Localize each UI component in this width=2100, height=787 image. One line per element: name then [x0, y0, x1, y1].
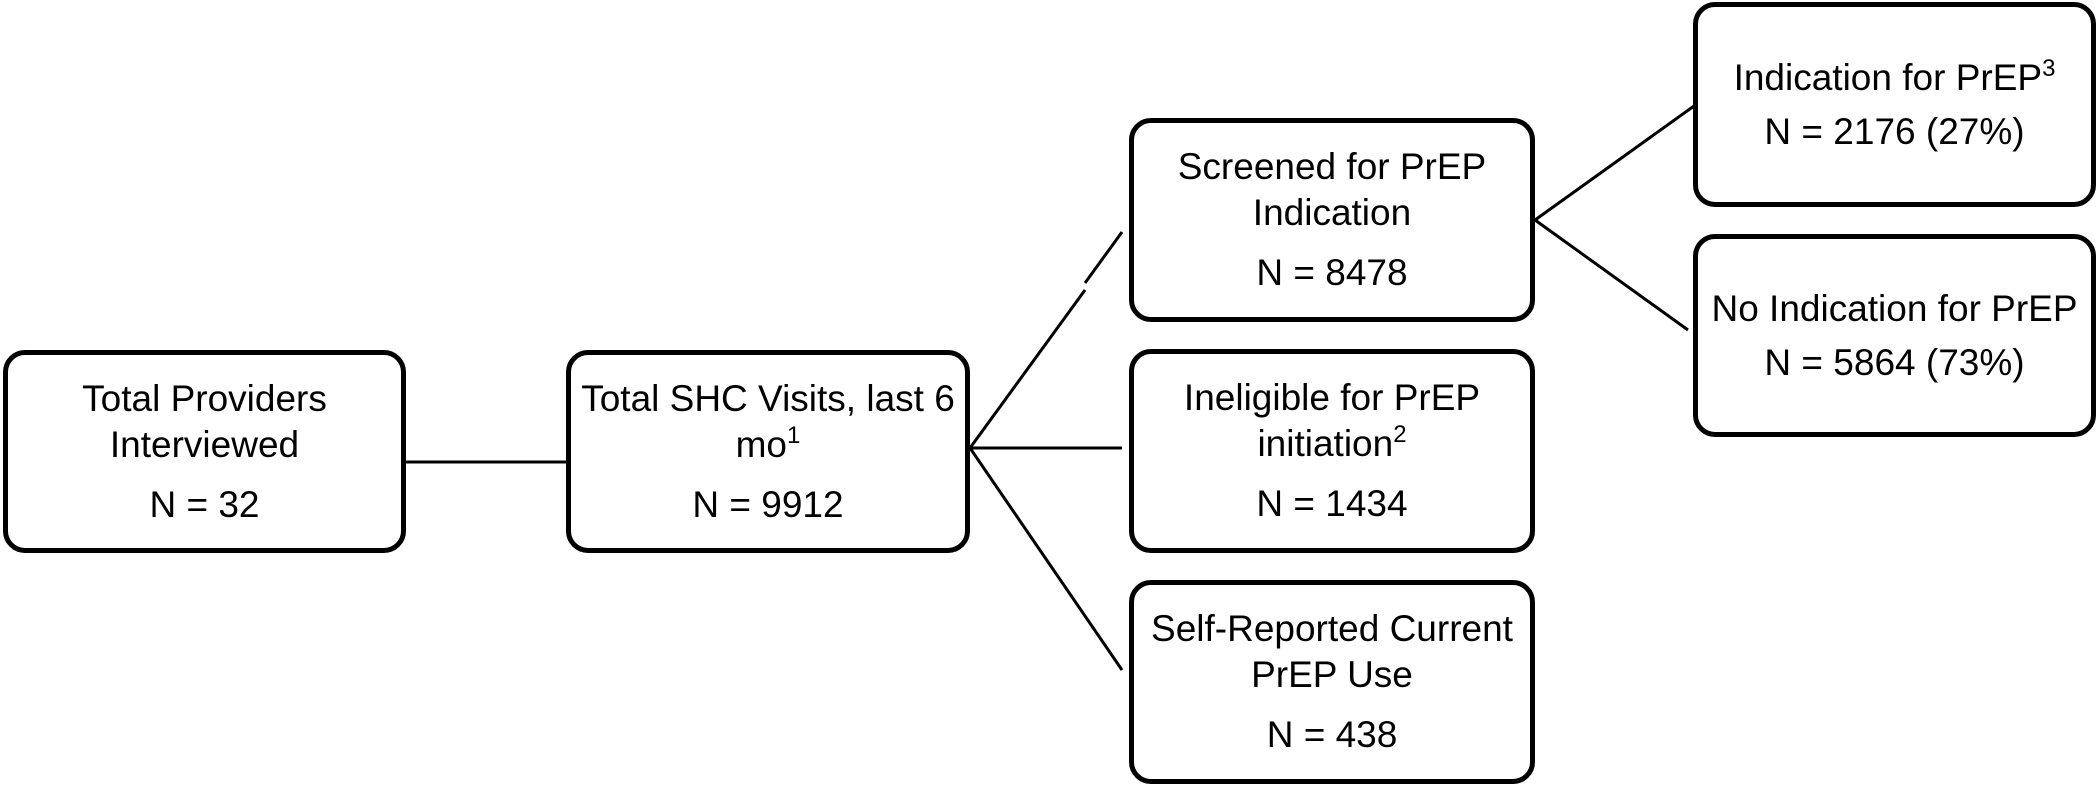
connector-visits-screened-lower: [968, 289, 1087, 449]
node-ineligible-prep-initiation-count: N = 1434: [1256, 483, 1408, 524]
footnote-marker-2: 2: [1393, 421, 1407, 448]
connector-screened-no-indication: [1534, 218, 1689, 332]
node-ineligible-prep-initiation-label-text: Ineligible for PrEP initiation: [1183, 377, 1481, 464]
node-no-indication-for-prep: No Indication for PrEP N = 5864 (73%): [1693, 234, 2096, 437]
node-total-shc-visits: Total SHC Visits, last 6 mo1 N = 9912: [566, 350, 970, 553]
node-indication-for-prep-count: N = 2176 (27%): [1764, 110, 2025, 152]
node-indication-for-prep: Indication for PrEP3 N = 2176 (27%): [1693, 2, 2096, 207]
node-total-providers-label: Total Providers Interviewed: [82, 377, 327, 465]
connector-visits-current-use: [968, 447, 1124, 671]
node-screened-prep-indication: Screened for PrEP Indication N = 8478: [1129, 118, 1535, 322]
node-indication-for-prep-label-text: Indication for PrEP: [1733, 56, 2043, 98]
footnote-marker-1: 1: [787, 421, 801, 449]
connector-screened-indication: [1534, 104, 1695, 222]
connector-visits-screened-upper: [1083, 231, 1124, 284]
node-ineligible-prep-initiation-label: Ineligible for PrEP initiation2: [1140, 375, 1524, 467]
node-self-reported-prep-use-count: N = 438: [1266, 714, 1398, 755]
node-self-reported-prep-use: Self-Reported Current PrEP Use N = 438: [1129, 580, 1535, 784]
node-no-indication-for-prep-count: N = 5864 (73%): [1764, 341, 2025, 383]
footnote-marker-3: 3: [2042, 54, 2056, 82]
node-screened-prep-indication-count: N = 8478: [1256, 252, 1408, 293]
node-no-indication-for-prep-label: No Indication for PrEP: [1711, 287, 2078, 329]
node-self-reported-prep-use-label: Self-Reported Current PrEP Use: [1151, 608, 1513, 695]
node-total-shc-visits-count: N = 9912: [692, 483, 844, 525]
node-total-shc-visits-label-text: Total SHC Visits, last 6 mo: [581, 377, 955, 465]
node-screened-prep-indication-label: Screened for PrEP Indication: [1177, 146, 1487, 233]
node-ineligible-prep-initiation: Ineligible for PrEP initiation2 N = 1434: [1129, 349, 1535, 553]
node-total-providers: Total Providers Interviewed N = 32: [3, 350, 406, 553]
node-total-shc-visits-label: Total SHC Visits, last 6 mo1: [577, 376, 959, 468]
node-total-providers-count: N = 32: [149, 483, 260, 525]
node-indication-for-prep-label: Indication for PrEP3: [1734, 55, 2056, 101]
